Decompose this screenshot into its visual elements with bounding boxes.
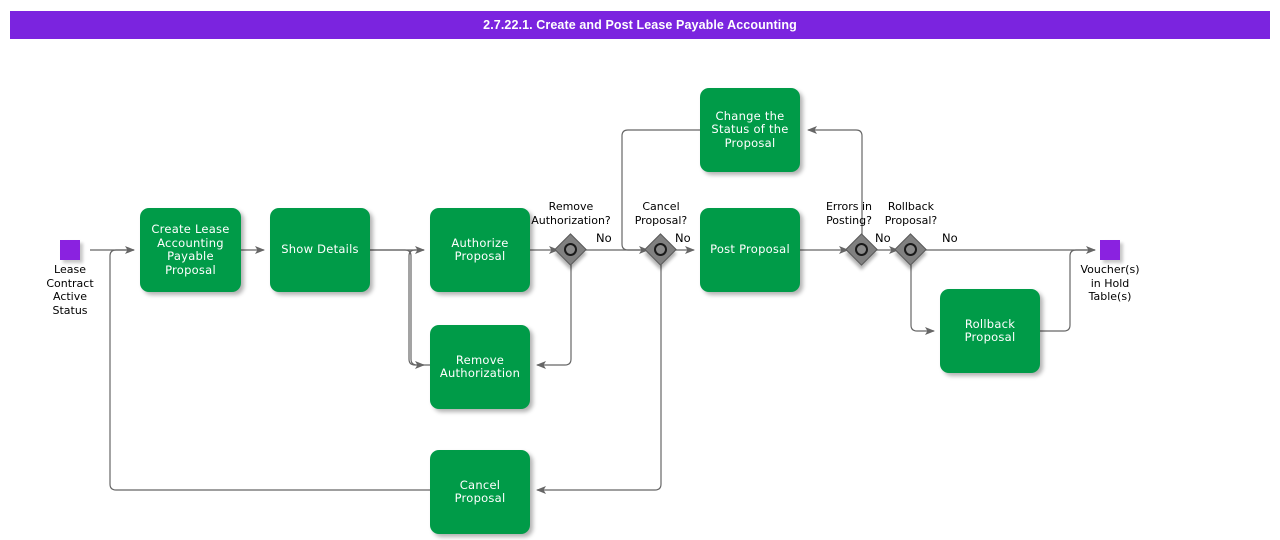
diagram-title-bar: 2.7.22.1. Create and Post Lease Payable … — [10, 11, 1270, 39]
inclusive-gateway-icon — [564, 243, 577, 256]
task-rollback-proposal[interactable]: Rollback Proposal — [940, 289, 1040, 373]
end-event-label-line-1: Voucher(s) — [1080, 263, 1140, 276]
edge-gw-rollback-yes-to-rollback — [910, 265, 935, 335]
task-create-label: Create Lease Accounting Payable Proposal — [145, 222, 235, 277]
start-event — [60, 240, 80, 260]
task-remove-authorization[interactable]: Remove Authorization — [430, 325, 530, 409]
task-create-line-1: Create Lease — [151, 222, 230, 236]
task-create-line-4: Proposal — [165, 262, 216, 277]
start-event-label-line-3: Active — [52, 290, 88, 303]
task-authorize-proposal-label: Authorize Proposal — [445, 235, 514, 264]
edge-label-errors-no: No — [875, 231, 891, 245]
task-show-details-line-1: Show Details — [281, 242, 359, 257]
task-cancel-proposal[interactable]: Cancel Proposal — [430, 450, 530, 534]
task-post-proposal[interactable]: Post Proposal — [700, 208, 800, 292]
gw-errors-line-2: Posting? — [826, 213, 872, 227]
gateway-remove-authorization-label: Remove Authorization? — [505, 200, 637, 227]
gw-rollback-line-1: Rollback — [887, 200, 935, 213]
task-show-details[interactable]: Show Details — [270, 208, 370, 292]
gw-errors-line-1: Errors in — [825, 200, 873, 213]
inclusive-gateway-icon — [855, 243, 868, 256]
start-event-label-line-4: Status — [52, 303, 88, 317]
gw-cancel-line-1: Cancel — [642, 200, 680, 213]
gw-cancel-line-2: Proposal? — [634, 213, 688, 227]
task-remove-auth-line-2: Authorization — [439, 366, 521, 380]
task-change-status-line-2: Status of the — [711, 122, 789, 137]
task-remove-authorization-label: Remove Authorization — [434, 352, 526, 381]
task-change-status-line-3: Proposal — [724, 135, 776, 150]
gateway-rollback-proposal-label: Rollback Proposal? — [855, 200, 967, 227]
task-create-lease-accounting-payable-proposal[interactable]: Create Lease Accounting Payable Proposal — [140, 208, 241, 292]
edge-label-rollback-no: No — [942, 231, 958, 245]
task-cancel-proposal-label: Cancel Proposal — [430, 477, 530, 506]
task-rollback-proposal-line-2: Proposal — [964, 330, 1016, 344]
task-change-status-line-1: Change the — [715, 108, 785, 123]
end-event-label: Voucher(s) in Hold Table(s) — [1060, 263, 1160, 304]
end-event-label-line-3: Table(s) — [1088, 290, 1132, 303]
edge-gw-removeauth-yes-to-removeauth — [536, 265, 572, 369]
edge-label-removeauth-no: No — [596, 231, 612, 245]
end-event-label-line-2: in Hold — [1090, 276, 1130, 290]
gateway-cancel-proposal-label: Cancel Proposal? — [605, 200, 717, 227]
page-title: 2.7.22.1. Create and Post Lease Payable … — [483, 18, 797, 32]
start-event-label: Lease Contract Active Status — [20, 263, 120, 317]
gateway-errors-in-posting-label: Errors in Posting? — [794, 200, 904, 227]
start-event-label-line-2: Contract — [46, 276, 94, 290]
task-change-status-label: Change the Status of the Proposal — [705, 108, 794, 151]
task-show-details-label: Show Details — [275, 243, 365, 257]
gw-rollback-line-2: Proposal? — [884, 213, 938, 227]
inclusive-gateway-icon — [904, 243, 917, 256]
task-post-proposal-line-1: Post Proposal — [710, 242, 790, 257]
gateway-remove-authorization[interactable] — [554, 233, 587, 266]
gateway-rollback-proposal[interactable] — [894, 233, 927, 266]
gateway-cancel-proposal[interactable] — [644, 233, 677, 266]
task-authorize-proposal[interactable]: Authorize Proposal — [430, 208, 530, 292]
task-authorize-line-1: Authorize — [451, 235, 509, 250]
inclusive-gateway-icon — [654, 243, 667, 256]
edge-show-to-removeauth-path — [370, 249, 425, 369]
gateway-errors-in-posting[interactable] — [845, 233, 878, 266]
edge-removeauth-back-to-authorize — [408, 249, 430, 366]
task-rollback-proposal-label: Rollback Proposal — [959, 316, 1022, 345]
gw-removeauth-line-1: Remove — [548, 200, 594, 213]
task-create-line-2: Accounting — [157, 235, 224, 250]
task-remove-auth-line-1: Remove — [455, 352, 505, 367]
edge-label-cancel-no: No — [675, 231, 691, 245]
task-authorize-line-2: Proposal — [454, 249, 506, 263]
task-cancel-proposal-line-1: Cancel Proposal — [454, 477, 506, 505]
task-rollback-proposal-line-1: Rollback — [964, 316, 1016, 331]
task-change-status-of-proposal[interactable]: Change the Status of the Proposal — [700, 88, 800, 172]
task-post-proposal-label: Post Proposal — [704, 243, 796, 257]
task-create-line-3: Payable — [167, 249, 214, 263]
gw-removeauth-line-2: Authorization? — [531, 213, 611, 227]
end-event — [1100, 240, 1120, 260]
edge-gw-cancel-yes-to-cancel — [536, 265, 662, 494]
start-event-label-line-1: Lease — [54, 263, 86, 276]
